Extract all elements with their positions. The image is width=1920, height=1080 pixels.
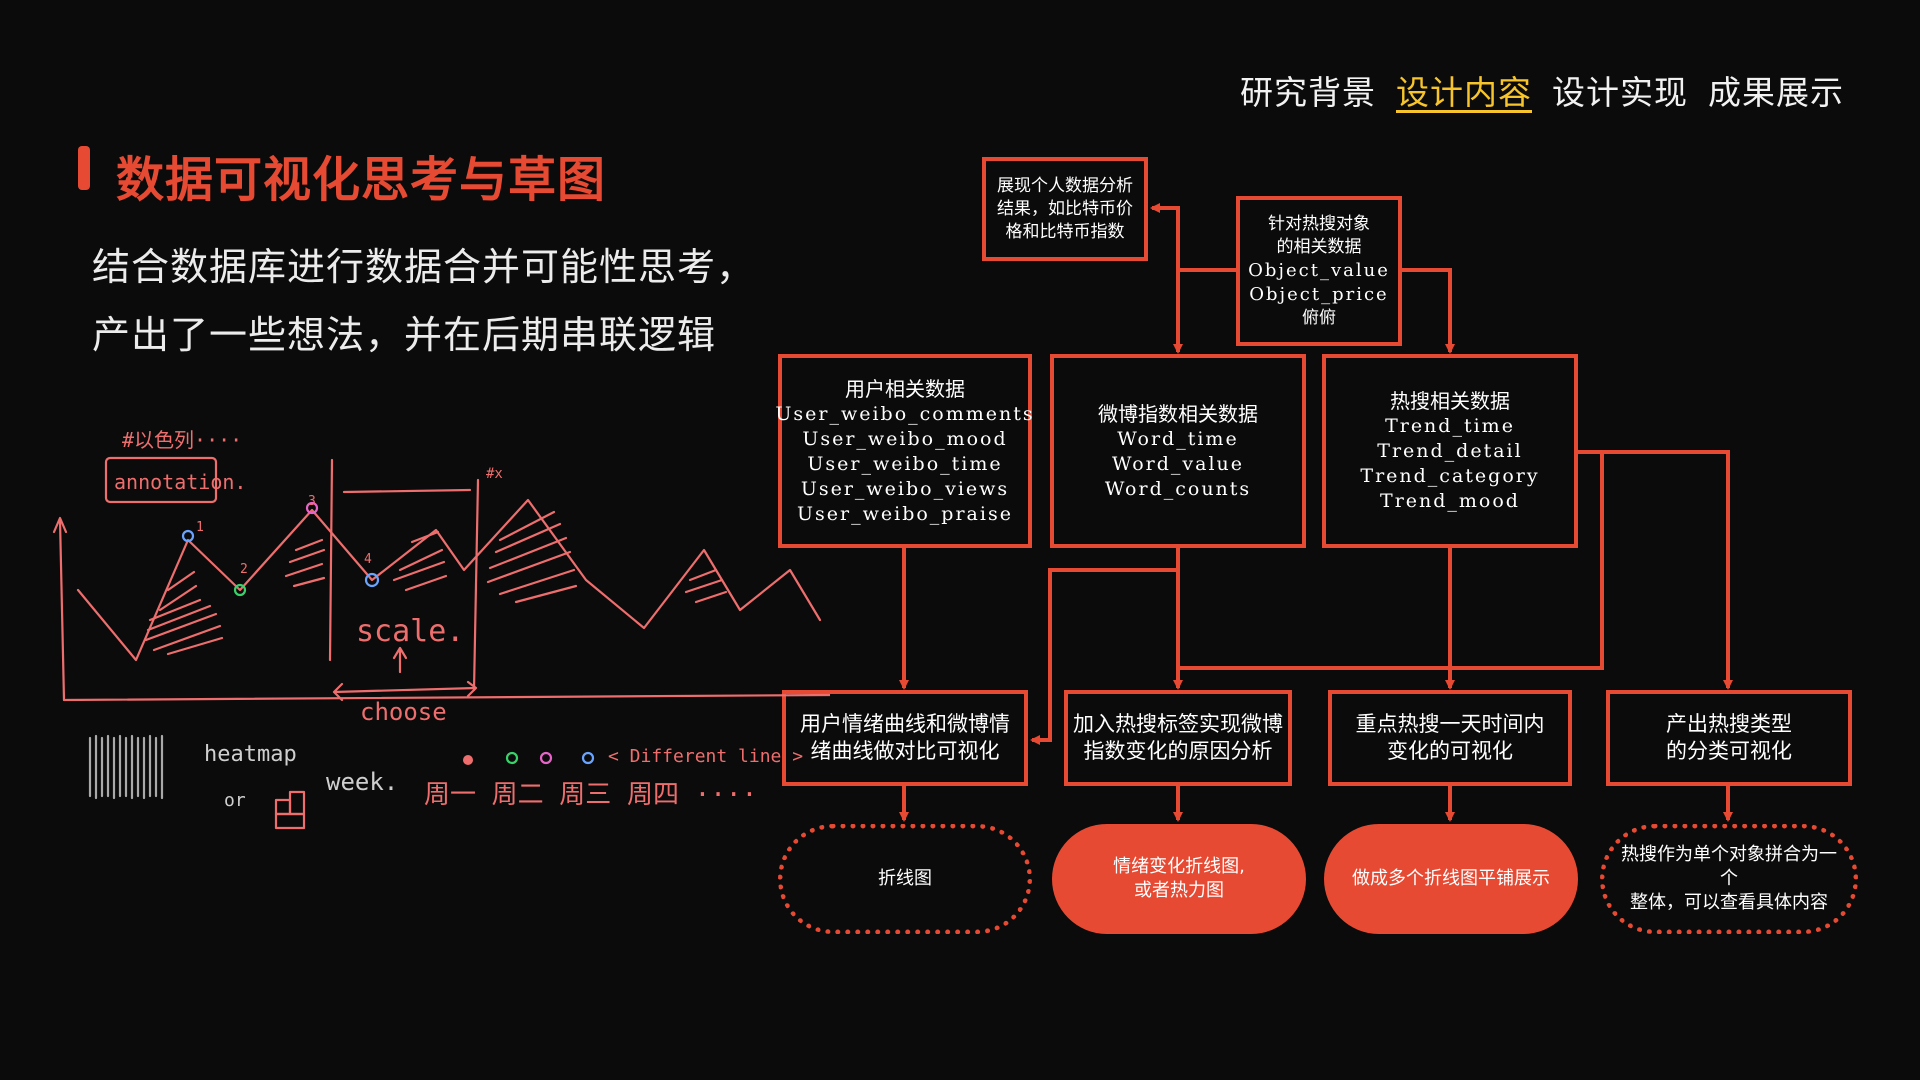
field-trend-category: Trend_category bbox=[1360, 464, 1539, 489]
trend-object-box: 针对热搜对象 的相关数据 Object_value Object_price 俯… bbox=[1236, 196, 1402, 346]
field-word-time: Word_time bbox=[1117, 427, 1238, 452]
field-user-weibo-time: User_weibo_time bbox=[807, 452, 1002, 477]
field-word-value: Word_value bbox=[1112, 452, 1244, 477]
sketch-calendar-3 bbox=[276, 814, 304, 828]
sketch-hash-note: #以色列···· bbox=[122, 424, 242, 453]
sketch-calendar-2 bbox=[290, 792, 304, 814]
sketch-mark-x: #x bbox=[486, 466, 503, 482]
sketch-choose-label: choose bbox=[360, 698, 447, 726]
trend-object-extra: 俯俯 bbox=[1302, 307, 1336, 330]
field-trend-time: Trend_time bbox=[1385, 414, 1515, 439]
sketch-hatch-3 bbox=[394, 532, 446, 590]
trend-object-title-2: 的相关数据 bbox=[1277, 236, 1362, 259]
sketch-mark-2: 2 bbox=[240, 562, 248, 577]
sketch-scale-arrow bbox=[394, 648, 406, 672]
sketch-bracket-right bbox=[474, 480, 478, 690]
weibo-index-box: 微博指数相关数据 Word_time Word_value Word_count… bbox=[1050, 354, 1306, 548]
sketch-weekdays-label: 周一 周二 周三 周四 ···· bbox=[424, 774, 757, 811]
sketch-legend-pink bbox=[541, 753, 551, 763]
trend-data-box: 热搜相关数据 Trend_time Trend_detail Trend_cat… bbox=[1322, 354, 1578, 548]
output-box-trend-category: 产出热搜类型 的分类可视化 bbox=[1606, 690, 1852, 786]
personal-data-line-2: 结果，如比特币价 bbox=[997, 198, 1133, 221]
sketch-y-axis bbox=[60, 520, 64, 700]
chart-type-3-line-1: 做成多个折线图平铺展示 bbox=[1352, 867, 1550, 891]
field-word-counts: Word_counts bbox=[1105, 477, 1251, 502]
sketch-legend-red bbox=[463, 755, 473, 765]
output-4-line-2: 的分类可视化 bbox=[1666, 738, 1792, 765]
field-object-price: Object_price bbox=[1249, 283, 1388, 307]
personal-data-line-1: 展现个人数据分析 bbox=[997, 175, 1133, 198]
personal-data-line-3: 格和比特币指数 bbox=[1006, 221, 1125, 244]
chart-type-4-line-1: 热搜作为单个对象拼合为一个 bbox=[1613, 843, 1845, 891]
personal-data-box: 展现个人数据分析 结果，如比特币价 格和比特币指数 bbox=[982, 157, 1148, 261]
chart-type-mood-line-or-heatmap: 情绪变化折线图, 或者热力图 bbox=[1052, 824, 1306, 934]
field-trend-mood: Trend_mood bbox=[1380, 489, 1520, 514]
output-1-line-2: 绪曲线做对比可视化 bbox=[811, 738, 1000, 765]
sketch-mark-4: 4 bbox=[364, 552, 372, 567]
trend-object-title: 针对热搜对象 bbox=[1268, 213, 1370, 236]
output-1-line-1: 用户情绪曲线和微博情 bbox=[800, 711, 1010, 738]
field-trend-detail: Trend_detail bbox=[1377, 439, 1522, 464]
chart-type-1-line-1: 折线图 bbox=[878, 867, 932, 891]
sketch-annotation-label: annotation. bbox=[114, 470, 246, 494]
weibo-index-title: 微博指数相关数据 bbox=[1098, 401, 1258, 427]
output-box-daily-trend: 重点热搜一天时间内 变化的可视化 bbox=[1328, 690, 1572, 786]
chart-type-line-chart: 折线图 bbox=[778, 824, 1032, 934]
field-user-weibo-mood: User_weibo_mood bbox=[802, 427, 1007, 452]
chart-type-tiled-lines: 做成多个折线图平铺展示 bbox=[1324, 824, 1578, 934]
sketch-heatmap-scribble bbox=[90, 736, 162, 798]
sketch-different-line-label: < Different line > bbox=[608, 746, 803, 767]
output-3-line-2: 变化的可视化 bbox=[1387, 738, 1513, 765]
output-box-trend-tag-analysis: 加入热搜标签实现微博 指数变化的原因分析 bbox=[1064, 690, 1292, 786]
output-2-line-1: 加入热搜标签实现微博 bbox=[1073, 711, 1283, 738]
sketch-x-axis bbox=[64, 695, 830, 700]
sketch-heatmap-label: heatmap bbox=[204, 742, 297, 767]
sketch-scale-label: scale. bbox=[356, 614, 464, 649]
sketch-bracket-left bbox=[330, 460, 332, 660]
trend-data-title: 热搜相关数据 bbox=[1390, 388, 1510, 414]
sketch-mark-3: 3 bbox=[308, 494, 316, 509]
output-4-line-1: 产出热搜类型 bbox=[1666, 711, 1792, 738]
field-object-value: Object_value bbox=[1248, 259, 1390, 283]
chart-type-2-line-2: 或者热力图 bbox=[1134, 879, 1224, 903]
sketch-hatch-4 bbox=[488, 512, 576, 602]
chart-type-trend-composite: 热搜作为单个对象拼合为一个 整体，可以查看具体内容 bbox=[1600, 824, 1858, 934]
field-user-weibo-views: User_weibo_views bbox=[801, 477, 1009, 502]
sketch-or-label: or bbox=[224, 790, 246, 811]
sketch-legend-blue bbox=[583, 753, 593, 763]
chart-type-2-line-1: 情绪变化折线图, bbox=[1113, 855, 1245, 879]
output-2-line-2: 指数变化的原因分析 bbox=[1084, 738, 1273, 765]
sketch-mark-1: 1 bbox=[196, 520, 204, 535]
user-data-title: 用户相关数据 bbox=[845, 376, 965, 402]
sketch-week-label: week. bbox=[326, 768, 398, 796]
sketch-bracket-top bbox=[344, 490, 470, 492]
sketch-calendar-1 bbox=[276, 800, 290, 814]
sketch-hatch-2 bbox=[286, 540, 324, 586]
output-3-line-1: 重点热搜一天时间内 bbox=[1356, 711, 1545, 738]
chart-type-4-line-2: 整体，可以查看具体内容 bbox=[1630, 891, 1828, 915]
sketch-legend-green bbox=[507, 753, 517, 763]
